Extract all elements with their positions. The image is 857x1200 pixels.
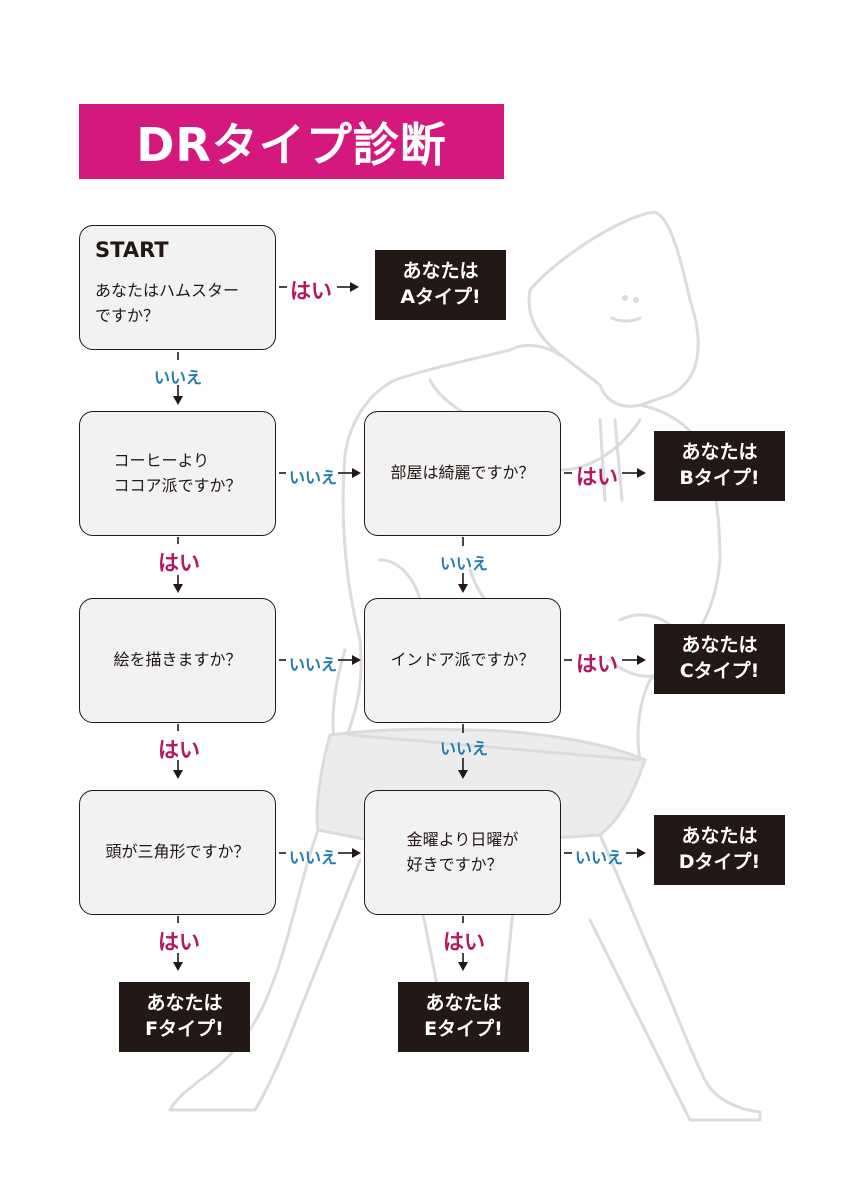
no-label: いいえ [575, 848, 624, 867]
question-box-drawing: 絵を描きますか？ [79, 598, 276, 723]
question-triangle-head: 頭が三角形ですか？ [105, 842, 250, 862]
yes-label: はい [443, 930, 485, 954]
yes-label: はい [158, 930, 200, 954]
question-box-triangle-head: 頭が三角形ですか？ [79, 790, 276, 915]
result-e-type: あなたは Eタイプ! [398, 982, 529, 1052]
result-f-type: あなたは Fタイプ! [119, 982, 250, 1052]
no-label: いいえ [440, 554, 489, 573]
question-box-cocoa: コーヒーより ココア派ですか？ [79, 411, 276, 536]
page-title: DRタイプ診断 [79, 104, 504, 179]
question-room: 部屋は綺麗ですか？ [390, 463, 535, 483]
no-label: いいえ [440, 739, 489, 758]
question-box-indoor: インドア派ですか？ [364, 598, 561, 723]
question-hamster: あなたはハムスター ですか？ [95, 280, 240, 325]
start-question-box: START あなたはハムスター ですか？ [79, 225, 276, 350]
start-label: START [95, 238, 169, 262]
no-label: いいえ [289, 655, 338, 674]
yes-label: はい [576, 465, 618, 489]
no-label: いいえ [154, 368, 203, 387]
yes-label: はい [158, 551, 200, 575]
question-cocoa: コーヒーより ココア派ですか？ [113, 450, 242, 495]
question-box-room: 部屋は綺麗ですか？ [364, 411, 561, 536]
no-label: いいえ [289, 848, 338, 867]
question-sunday: 金曜より日曜が 好きですか？ [406, 829, 519, 874]
question-indoor: インドア派ですか？ [390, 650, 535, 670]
result-a-type: あなたは Aタイプ! [375, 250, 506, 320]
yes-label: はい [290, 279, 332, 303]
yes-label: はい [576, 652, 618, 676]
result-c-type: あなたは Cタイプ! [654, 624, 785, 694]
question-drawing: 絵を描きますか？ [113, 650, 242, 670]
result-b-type: あなたは Bタイプ! [654, 431, 785, 501]
question-box-sunday: 金曜より日曜が 好きですか？ [364, 790, 561, 915]
result-d-type: あなたは Dタイプ! [654, 815, 785, 885]
yes-label: はい [158, 738, 200, 762]
no-label: いいえ [289, 468, 338, 487]
